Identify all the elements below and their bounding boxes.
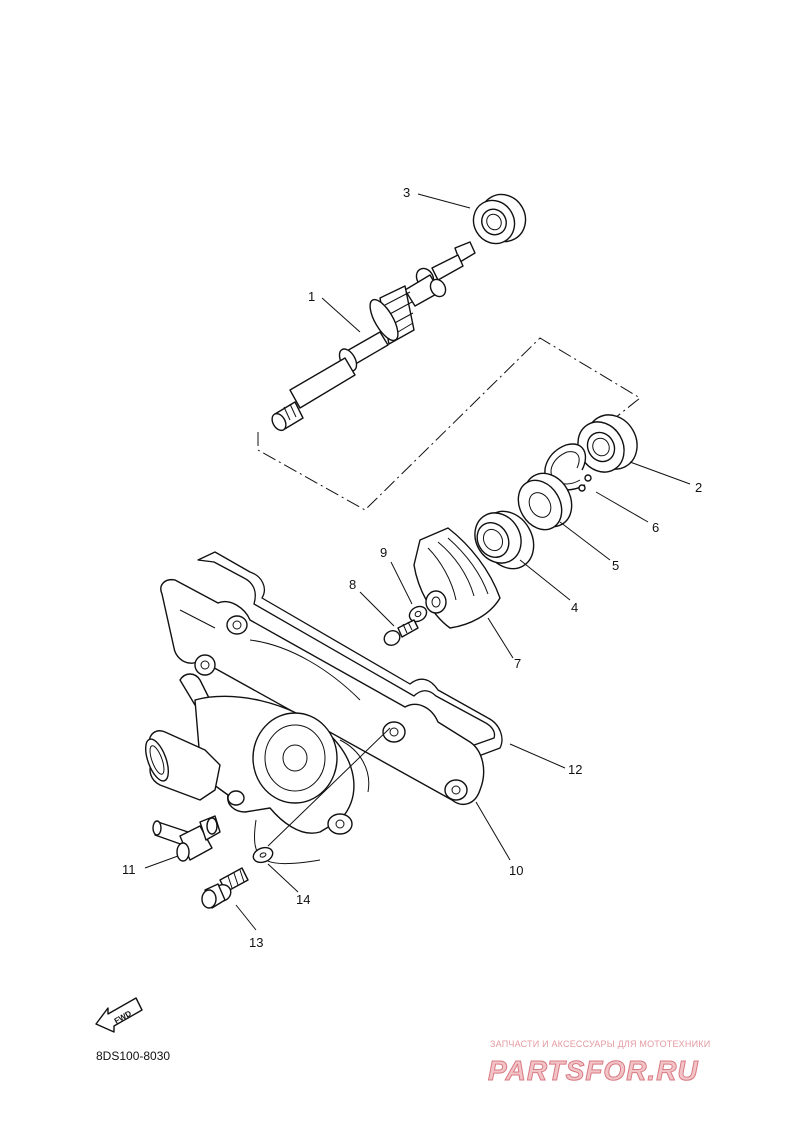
callout-13: 13 <box>249 935 263 950</box>
part-10-pump-cover <box>144 578 485 865</box>
part-9-washer <box>408 605 428 623</box>
part-3-bearing <box>472 193 527 245</box>
callout-8: 8 <box>349 577 356 592</box>
callout-6: 6 <box>652 520 659 535</box>
part-14-washer <box>252 846 274 864</box>
assembly-bracket-line <box>257 337 641 511</box>
part-4-mechanical-seal <box>474 510 535 570</box>
callout-1: 1 <box>308 289 315 304</box>
callout-7: 7 <box>514 656 521 671</box>
watermark-logo: PARTSFOR.RU <box>488 1055 699 1086</box>
callout-14: 14 <box>296 892 310 907</box>
part-7-impeller <box>413 527 501 629</box>
diagram-code: 8DS100-8030 <box>96 1049 170 1063</box>
part-5-oil-seal <box>517 472 573 531</box>
callout-4: 4 <box>571 600 578 615</box>
watermark-tagline: ЗАПЧАСТИ И АКСЕССУАРЫ ДЛЯ МОТОТЕХНИКИ <box>490 1039 710 1049</box>
part-8-bolt <box>383 619 419 646</box>
callout-10: 10 <box>509 863 523 878</box>
callout-11: 11 <box>122 862 136 877</box>
fwd-arrow-icon: FWD <box>95 997 143 1033</box>
leader-lines <box>144 193 691 931</box>
callout-5: 5 <box>612 558 619 573</box>
part-13-bolt <box>201 867 249 909</box>
callout-9: 9 <box>380 545 387 560</box>
callout-3: 3 <box>403 185 410 200</box>
part-1-impeller-shaft <box>271 241 476 432</box>
callout-12: 12 <box>568 762 582 777</box>
callout-2: 2 <box>695 480 702 495</box>
part-11-pipe-fitting <box>152 815 221 862</box>
